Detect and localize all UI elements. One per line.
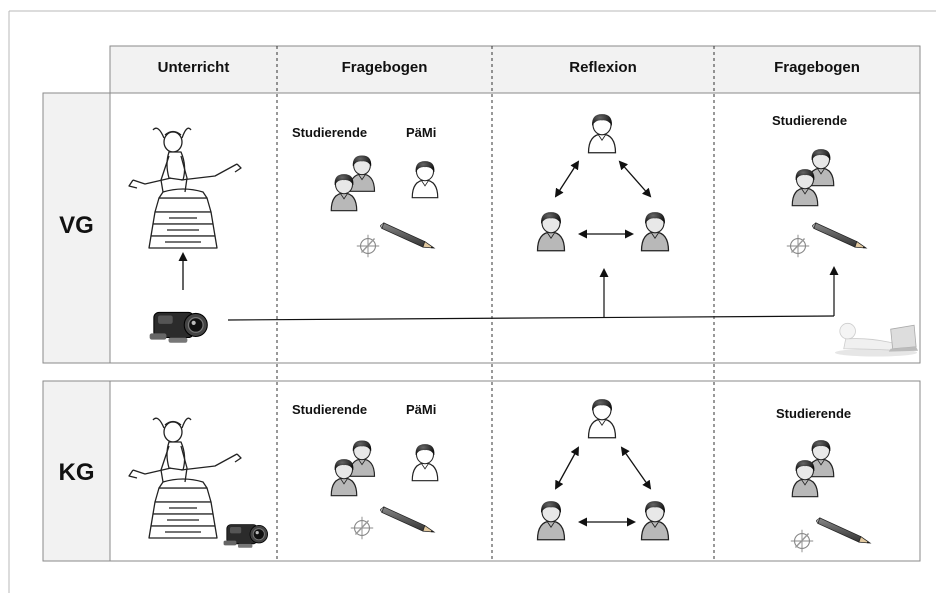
label-studierende: Studierende (776, 406, 852, 421)
label-studierende: Studierende (292, 402, 368, 417)
column-header-fragebogen: Fragebogen (341, 59, 428, 76)
camera-connection (227, 266, 839, 321)
label-paemi: PäMi (406, 125, 437, 140)
kg-label-cell (42, 380, 111, 562)
column-header-fragebogen-2: Fragebogen (774, 59, 860, 76)
column-header-unterricht: Unterricht (157, 59, 230, 76)
vg-label-cell (42, 92, 111, 364)
label-paemi: PäMi (406, 402, 437, 417)
header-row (109, 45, 921, 94)
column-separators (276, 46, 715, 561)
row-label-kg: KG (58, 459, 95, 486)
label-studierende: Studierende (292, 125, 368, 140)
row-label-vg: VG (59, 212, 94, 239)
reflexion-arrows (555, 446, 652, 527)
label-studierende: Studierende (772, 113, 848, 128)
column-header-reflexion: Reflexion (569, 59, 637, 76)
reflexion-arrows (554, 160, 652, 239)
